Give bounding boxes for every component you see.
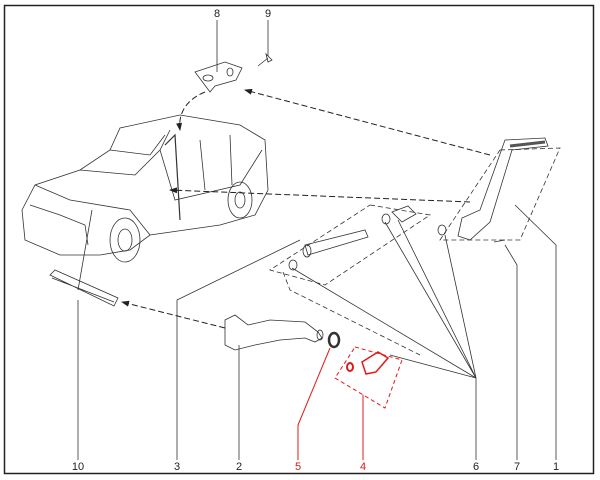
seal-part-5: [327, 331, 341, 349]
callout-10[interactable]: 10: [71, 461, 85, 473]
callout-4[interactable]: 4: [359, 461, 367, 473]
snorkel-part-1: [437, 137, 561, 243]
callout-6[interactable]: 6: [472, 461, 480, 473]
callout-7[interactable]: 7: [513, 461, 521, 473]
callout-9[interactable]: 9: [264, 8, 272, 20]
tube-part-10: [49, 269, 119, 307]
callout-8[interactable]: 8: [213, 8, 221, 20]
callout-2[interactable]: 2: [235, 461, 243, 473]
assembly-arrow: [169, 187, 471, 203]
elbow-part-4: [297, 346, 403, 460]
callout-5[interactable]: 5: [294, 461, 302, 473]
assembly-arrow: [121, 300, 226, 329]
vehicle-outline: [21, 114, 269, 263]
callout-3[interactable]: 3: [173, 461, 181, 473]
assembly-arrow: [244, 88, 491, 156]
callout-1[interactable]: 1: [552, 461, 560, 473]
bracket-part-8: [194, 61, 243, 93]
duct-part-2: [224, 314, 323, 351]
bolt-part-9: [257, 52, 273, 67]
diagram-border: [3, 4, 595, 475]
assembly-arrow: [176, 91, 206, 131]
pipe-part-3: [269, 204, 432, 286]
